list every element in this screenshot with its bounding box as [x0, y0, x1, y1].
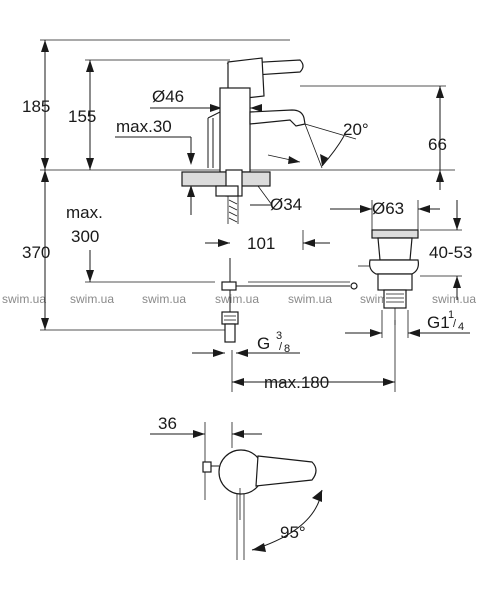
dimension-185: 185 [22, 40, 50, 170]
dimension-g38: G 3 / 8 [192, 330, 300, 357]
dimension-max180-label: max.180 [264, 373, 329, 392]
drain-flange [371, 229, 419, 239]
angle-valve [221, 281, 237, 291]
dimension-40-53-label: 40-53 [429, 243, 472, 262]
pull-rod-knob [350, 282, 358, 290]
top-view-lever [255, 455, 317, 487]
dimension-angle-95: 95° [251, 489, 323, 552]
svg-text:/: / [279, 341, 283, 353]
dimension-g38-den: 8 [284, 343, 290, 355]
extension-lines [40, 39, 455, 392]
dimension-40-53: 40-53 [420, 200, 472, 300]
supply-line [221, 258, 358, 343]
watermark-4: swim.ua [215, 292, 259, 306]
watermark-5: swim.ua [288, 292, 332, 306]
dimension-g114-main: G1 [427, 313, 450, 332]
dimension-d34: Ø34 [250, 185, 302, 214]
dimension-155-label: 155 [68, 107, 96, 126]
dimension-101-label: 101 [247, 234, 275, 253]
dimension-300-label: 300 [71, 227, 99, 246]
dimension-36-label: 36 [158, 414, 177, 433]
dimension-max300: max. 300 [66, 203, 103, 282]
dimension-g114: G1 1 / 4 [345, 309, 470, 338]
watermark-7: swim.ua [432, 292, 476, 306]
watermark-2: swim.ua [70, 292, 114, 306]
dimension-g114-den: 4 [458, 321, 464, 333]
svg-text:/: / [453, 318, 457, 330]
dimension-g38-letter: G [257, 334, 270, 353]
dimension-66-label: 66 [428, 135, 447, 154]
watermark-1: swim.ua [2, 292, 46, 306]
dimension-d63: Ø63 [330, 199, 440, 230]
dimension-d46: Ø46 [150, 87, 262, 112]
dimension-angle-95-label: 95° [280, 523, 306, 542]
dimension-d46-label: Ø46 [152, 87, 184, 106]
drain-plug [377, 237, 413, 261]
pop-up-waste [358, 229, 419, 325]
faucet-body [219, 87, 251, 173]
dimension-max30-label: max.30 [116, 117, 172, 136]
dimension-101: 101 [205, 234, 330, 253]
dimension-66: 66 [428, 86, 447, 190]
dimension-max180: max.180 [232, 373, 395, 392]
drain-body [369, 259, 419, 275]
dimension-angle-20-label: 20° [343, 120, 369, 139]
dimension-max-label: max. [66, 203, 103, 222]
dimension-370: 370 [22, 170, 50, 330]
watermark-3: swim.ua [142, 292, 186, 306]
spout [249, 109, 306, 127]
faucet-top-view: 36 [150, 414, 317, 560]
supply-connector [221, 311, 239, 325]
dimension-g114-num: 1 [448, 309, 454, 321]
faucet-side-view [181, 57, 306, 224]
dimension-155: 155 [68, 60, 96, 170]
supply-tail [224, 323, 236, 343]
drain-nut [377, 273, 413, 291]
dimension-185-label: 185 [22, 97, 50, 116]
dimension-d34-label: Ø34 [270, 195, 302, 214]
dimension-max30: max.30 [115, 117, 195, 215]
dimension-angle-20: 20° [267, 120, 369, 169]
drain-tail [383, 289, 407, 309]
dimension-d63-label: Ø63 [372, 199, 404, 218]
dimension-370-label: 370 [22, 243, 50, 262]
mounting-nut [215, 185, 239, 197]
dimension-g38-num: 3 [276, 330, 282, 342]
